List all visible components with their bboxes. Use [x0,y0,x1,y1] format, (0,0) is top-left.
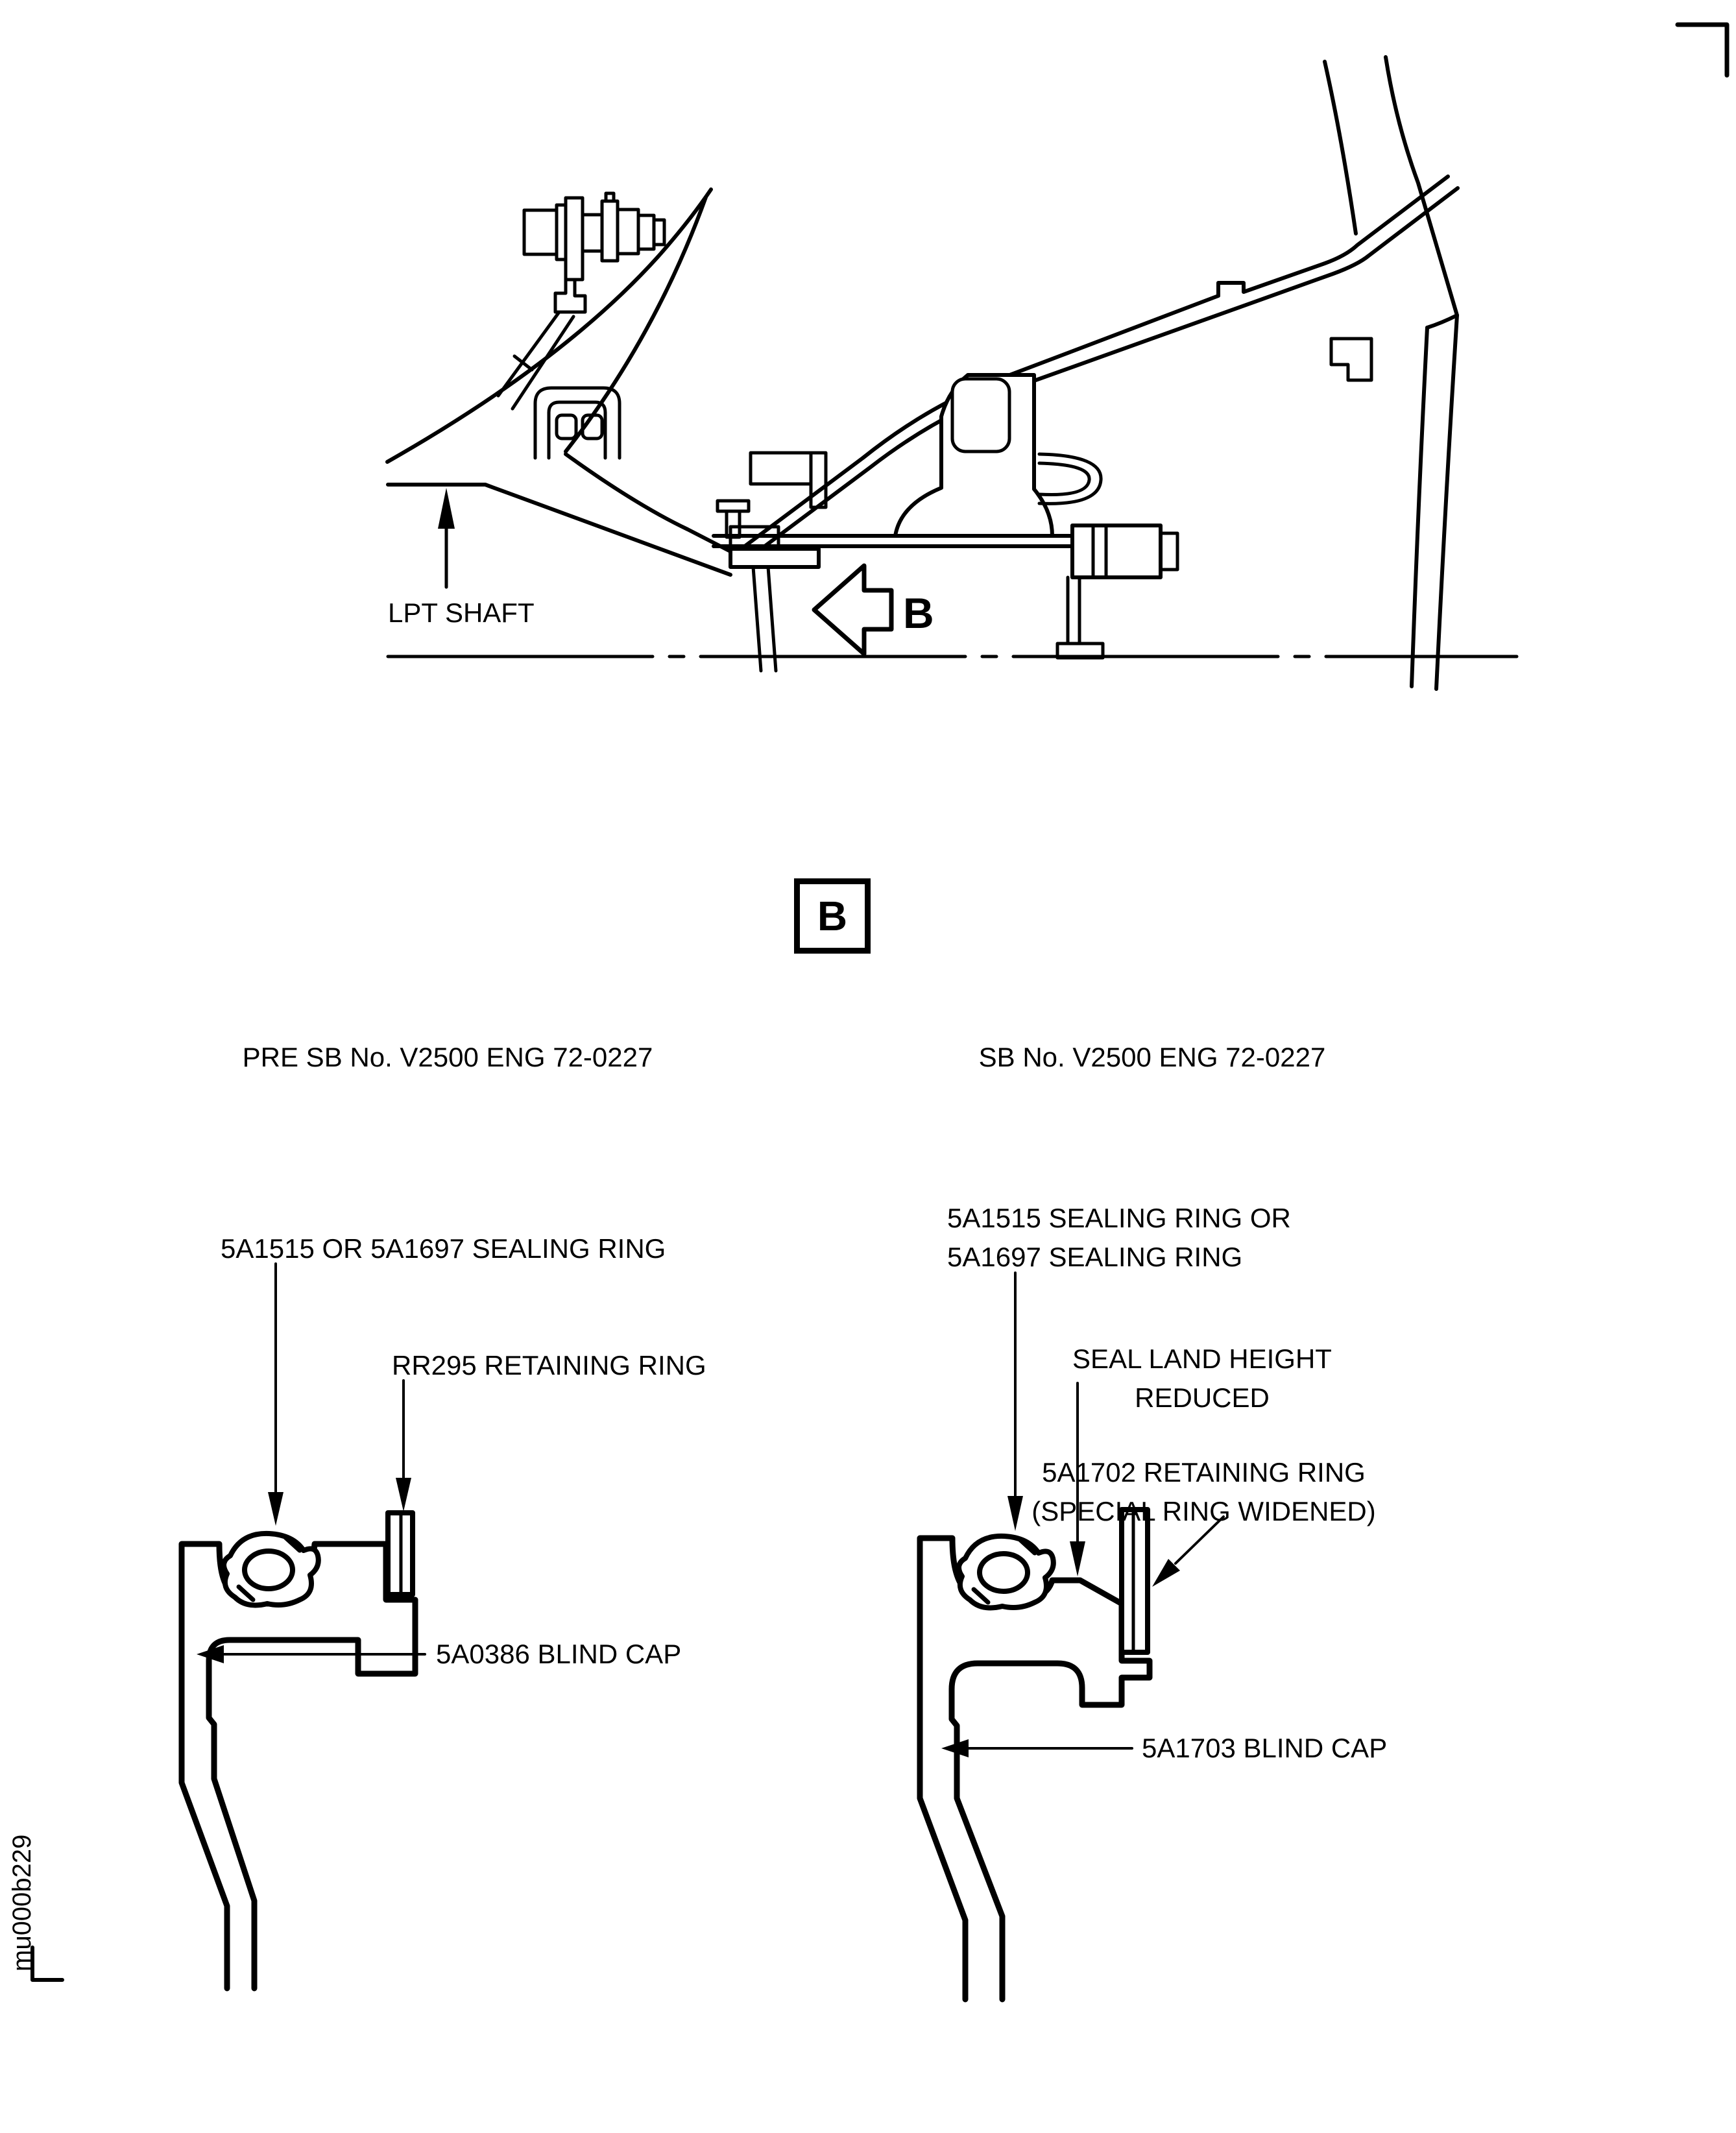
view-b-block-arrow [812,563,894,657]
case-fork-upper-right [1323,55,1459,317]
lpt-shaft-pointer-arrow [438,488,455,589]
bolt-bracket-strut [496,278,587,411]
view-b-arrow-letter: B [903,589,934,637]
seal-land-label: SEAL LAND HEIGHT REDUCED [1072,1340,1332,1417]
bolt-assembly [522,191,666,282]
central-bearing-assembly [712,373,1179,673]
sealing-ring-cross-section-right [959,1536,1054,1608]
figure-id: mu000b229 [8,1834,36,1971]
sealing-ring-label-right-line1: 5A1515 SEALING RING OR [947,1203,1291,1233]
sealing-ring-cross-section-left [224,1534,319,1606]
leader-retaining-ring-left [396,1379,411,1512]
page-corner-mark-bottom-left [30,1946,64,1982]
sb-column-header: SB No. V2500 ENG 72-0227 [978,1042,1326,1072]
detail-b-box: B [794,878,871,954]
leader-blind-cap-right [941,1739,1133,1757]
sealing-ring-label-right: 5A1515 SEALING RING OR 5A1697 SEALING RI… [947,1199,1291,1277]
leader-seal-land [1070,1382,1085,1576]
retaining-ring-label-right-line1: 5A1702 RETAINING RING [1042,1457,1366,1488]
retaining-ring-label-right: 5A1702 RETAINING RING (SPECIAL RING WIDE… [1027,1453,1380,1531]
retaining-ring-label-right-line2: (SPECIAL RING WIDENED) [1031,1496,1376,1526]
pre-sb-detail [178,1262,426,1992]
sealing-ring-label-right-line2: 5A1697 SEALING RING [947,1242,1243,1272]
seal-land-label-line1: SEAL LAND HEIGHT [1072,1344,1332,1374]
leader-retaining-ring-right [1152,1515,1225,1587]
right-strut [1329,313,1459,691]
blind-cap-5a1703-outline [917,1535,1153,2003]
post-sb-detail [917,1271,1225,2003]
leader-sealing-ring-left [268,1262,283,1526]
lpt-shaft-label: LPT SHAFT [388,597,535,628]
blind-cap-5a0386-outline [178,1541,418,1992]
retaining-ring-5a1702 [1119,1507,1150,1655]
leader-sealing-ring-right [1007,1271,1023,1531]
detail-b-box-letter: B [817,893,848,939]
retaining-ring-rr295 [385,1510,415,1597]
blind-cap-label-right: 5A1703 BLIND CAP [1142,1733,1388,1763]
pre-sb-column-header: PRE SB No. V2500 ENG 72-0227 [242,1042,653,1072]
leader-blind-cap-left [197,1645,426,1663]
lpt-shaft-cone [385,187,732,577]
top-cross-section-diagram [385,55,1519,691]
blind-cap-label-left: 5A0386 BLIND CAP [436,1639,682,1669]
engine-case-slope [738,175,1460,561]
seal-land-label-line2: REDUCED [1135,1382,1270,1413]
retaining-ring-label-left: RR295 RETAINING RING [392,1350,706,1380]
inner-u-channel [533,386,621,460]
sealing-ring-label-left: 5A1515 OR 5A1697 SEALING RING [221,1233,666,1264]
page-corner-mark-top-right [1675,22,1730,78]
